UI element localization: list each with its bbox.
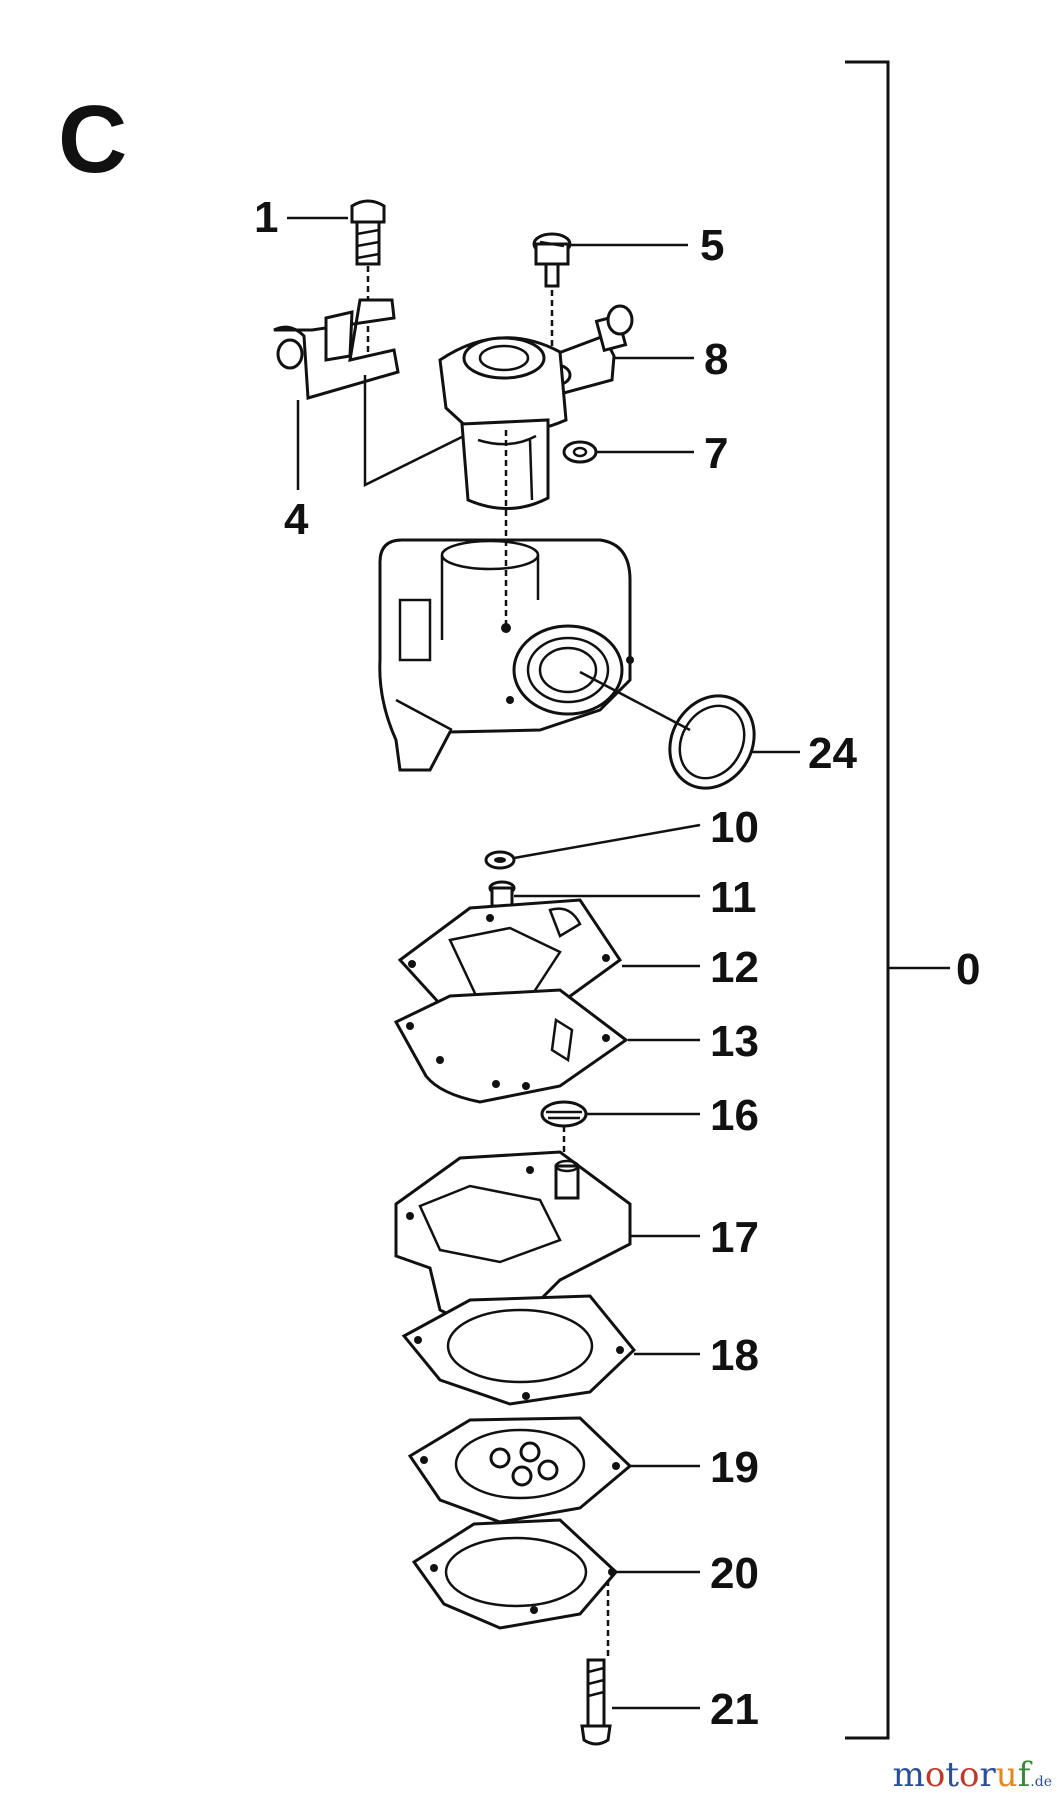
part-7-washer xyxy=(562,440,598,464)
wm-r: r xyxy=(979,1755,996,1795)
part-18-gasket xyxy=(401,1294,637,1406)
callout-13: 13 xyxy=(710,1017,759,1066)
callout-21: 21 xyxy=(710,1685,759,1734)
part-19-diaphragm xyxy=(407,1416,633,1524)
wm-t: t xyxy=(945,1755,960,1795)
part-11-needle-valve xyxy=(488,880,516,908)
part-20-cover xyxy=(411,1518,619,1630)
axis-24 xyxy=(579,670,691,732)
leader-10 xyxy=(513,823,701,860)
assembly-bracket xyxy=(845,60,890,1740)
callout-11: 11 xyxy=(710,873,757,922)
wm-o2: o xyxy=(959,1755,980,1795)
part-21-screw xyxy=(580,1658,612,1746)
callout-4: 4 xyxy=(284,495,309,544)
carburetor-body xyxy=(378,538,634,772)
wm-de: .de xyxy=(1030,1774,1052,1790)
part-16-filter-screen xyxy=(540,1100,588,1128)
wm-u: u xyxy=(995,1755,1018,1795)
callout-18: 18 xyxy=(710,1331,759,1380)
part-1-screw xyxy=(350,199,386,266)
site-watermark: motoruf.de xyxy=(893,1758,1052,1792)
callout-16: 16 xyxy=(710,1091,759,1140)
callout-17: 17 xyxy=(710,1213,759,1262)
part-5-screw xyxy=(532,232,572,288)
callout-12: 12 xyxy=(710,943,759,992)
callout-19: 19 xyxy=(710,1443,759,1492)
callout-0: 0 xyxy=(956,945,981,994)
wm-m: m xyxy=(892,1755,925,1795)
callout-20: 20 xyxy=(710,1549,759,1598)
wm-f: f xyxy=(1017,1755,1031,1795)
linkage-line xyxy=(363,375,481,488)
wm-o1: o xyxy=(924,1755,946,1795)
section-label: C xyxy=(58,86,128,193)
callout-5: 5 xyxy=(700,221,725,270)
throttle-shaft-housing xyxy=(438,336,568,510)
callout-7: 7 xyxy=(704,429,729,478)
callout-10: 10 xyxy=(710,803,759,852)
part-10-washer xyxy=(484,850,516,870)
part-4-bracket xyxy=(273,298,400,400)
callout-24: 24 xyxy=(808,729,857,778)
part-24-seal-ring xyxy=(668,694,756,790)
callout-8: 8 xyxy=(704,335,729,384)
part-13-gasket xyxy=(393,988,629,1104)
callout-1: 1 xyxy=(254,193,279,242)
